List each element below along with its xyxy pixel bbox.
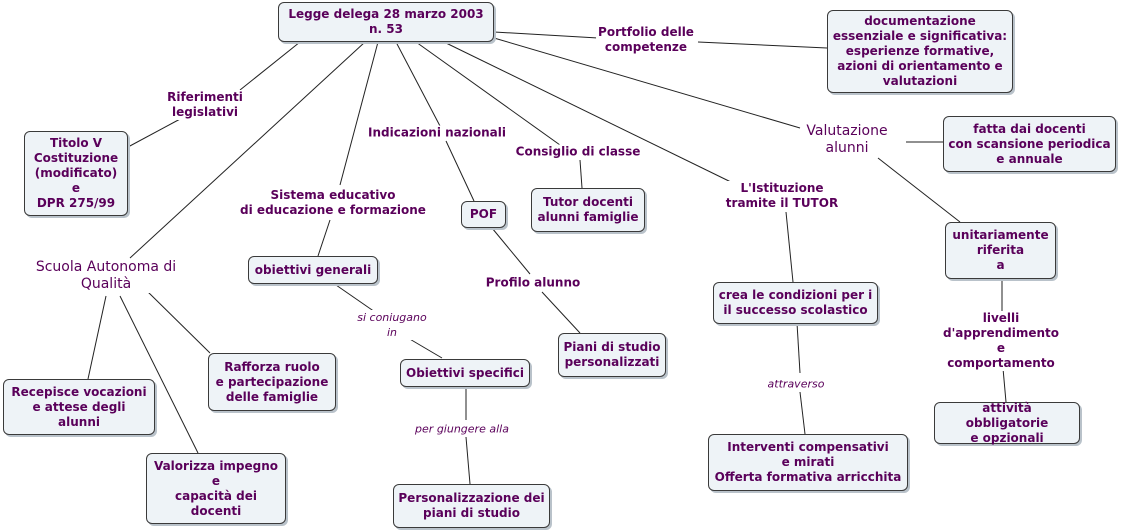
node-documentazione: documentazione essenziale e significativ… [827, 10, 1013, 93]
edge-indicazioni-pof [445, 140, 475, 202]
node-personalizzazione: Personalizzazione dei piani di studio [393, 484, 550, 528]
edge-root-istituzione [443, 41, 736, 185]
node-valorizza: Valorizza impegno e capacità dei docenti [146, 453, 286, 524]
label-portfolio: Portfolio delle competenze [596, 25, 696, 55]
node-titolo-v: Titolo V Costituzione (modificato) e DPR… [24, 131, 128, 216]
node-recepisce: Recepisce vocazioni e attese degli alunn… [3, 379, 155, 435]
edge-scuola-recepisce [87, 295, 107, 380]
edge-pof-profilo [491, 227, 531, 275]
edge-coniugano-specifici [407, 337, 443, 359]
edge-root-indicazioni [395, 41, 441, 127]
edge-root-valutazione [493, 37, 801, 129]
edge-valutazione-unitariamente [877, 157, 961, 223]
node-legge-delega: Legge delega 28 marzo 2003 n. 53 [278, 2, 494, 42]
edge-portfolio-documentazione [697, 41, 828, 49]
node-rafforza-ruolo: Rafforza ruolo e partecipazione delle fa… [208, 353, 336, 411]
label-riferimenti: Riferimenti legislativi [165, 90, 245, 120]
label-consiglio: Consiglio di classe [513, 144, 643, 160]
edge-sistema-obiettivi [317, 219, 331, 257]
edge-root-consiglio [415, 41, 561, 146]
label-si-coniugano: si coniugano in [355, 310, 429, 340]
edge-profilo-piani [541, 291, 581, 334]
edge-consiglio-tutor [579, 159, 583, 189]
label-sistema: Sistema educativo di educazione e formaz… [238, 188, 428, 218]
node-tutor-docenti: Tutor docenti alunni famiglie [531, 188, 645, 232]
edge-root-scuola [129, 41, 366, 259]
label-istituzione: L'Istituzione tramite il TUTOR [723, 181, 841, 211]
node-attivita: attività obbligatorie e opzionali [934, 401, 1080, 445]
node-unitariamente: unitariamente riferita a [945, 222, 1056, 279]
edge-scuola-valorizza [119, 295, 199, 454]
edge-attraverso-interventi [799, 391, 806, 435]
edge-crea-attraverso [796, 322, 801, 374]
edge-obiettivi-coniugano [335, 284, 376, 313]
node-crea-condizioni: crea le condizioni per i il successo sco… [713, 282, 878, 324]
node-pof: POF [461, 201, 506, 228]
edge-root-riferimenti [239, 41, 301, 91]
node-obiettivi-specifici: Obiettivi specifici [400, 359, 530, 387]
label-profilo: Profilo alunno [483, 275, 583, 291]
label-attraverso: attraverso [765, 376, 827, 392]
node-fatta-dai-docenti: fatta dai docenti con scansione periodic… [943, 116, 1116, 172]
label-per-giungere: per giungere alla [413, 421, 511, 437]
node-interventi: Interventi compensativi e mirati Offerta… [708, 434, 908, 491]
edge-root-sistema [339, 41, 379, 186]
label-indicazioni: Indicazioni nazionali [366, 125, 508, 141]
edge-root-portfolio [493, 31, 599, 39]
label-valutazione: Valutazione alunni [804, 123, 890, 157]
edge-riferimenti-titolo [127, 117, 183, 148]
node-piani-personalizzati: Piani di studio personalizzati [558, 333, 666, 377]
edge-scuola-rafforza [145, 289, 211, 354]
node-obiettivi-generali: obiettivi generali [248, 256, 378, 284]
label-livelli: livelli d'apprendimento e comportamento [941, 311, 1061, 371]
edge-giungere-personalizzazione [465, 436, 471, 485]
label-scuola-autonoma: Scuola Autonoma di Qualità [33, 259, 179, 293]
edge-istituzione-crea [785, 211, 794, 283]
